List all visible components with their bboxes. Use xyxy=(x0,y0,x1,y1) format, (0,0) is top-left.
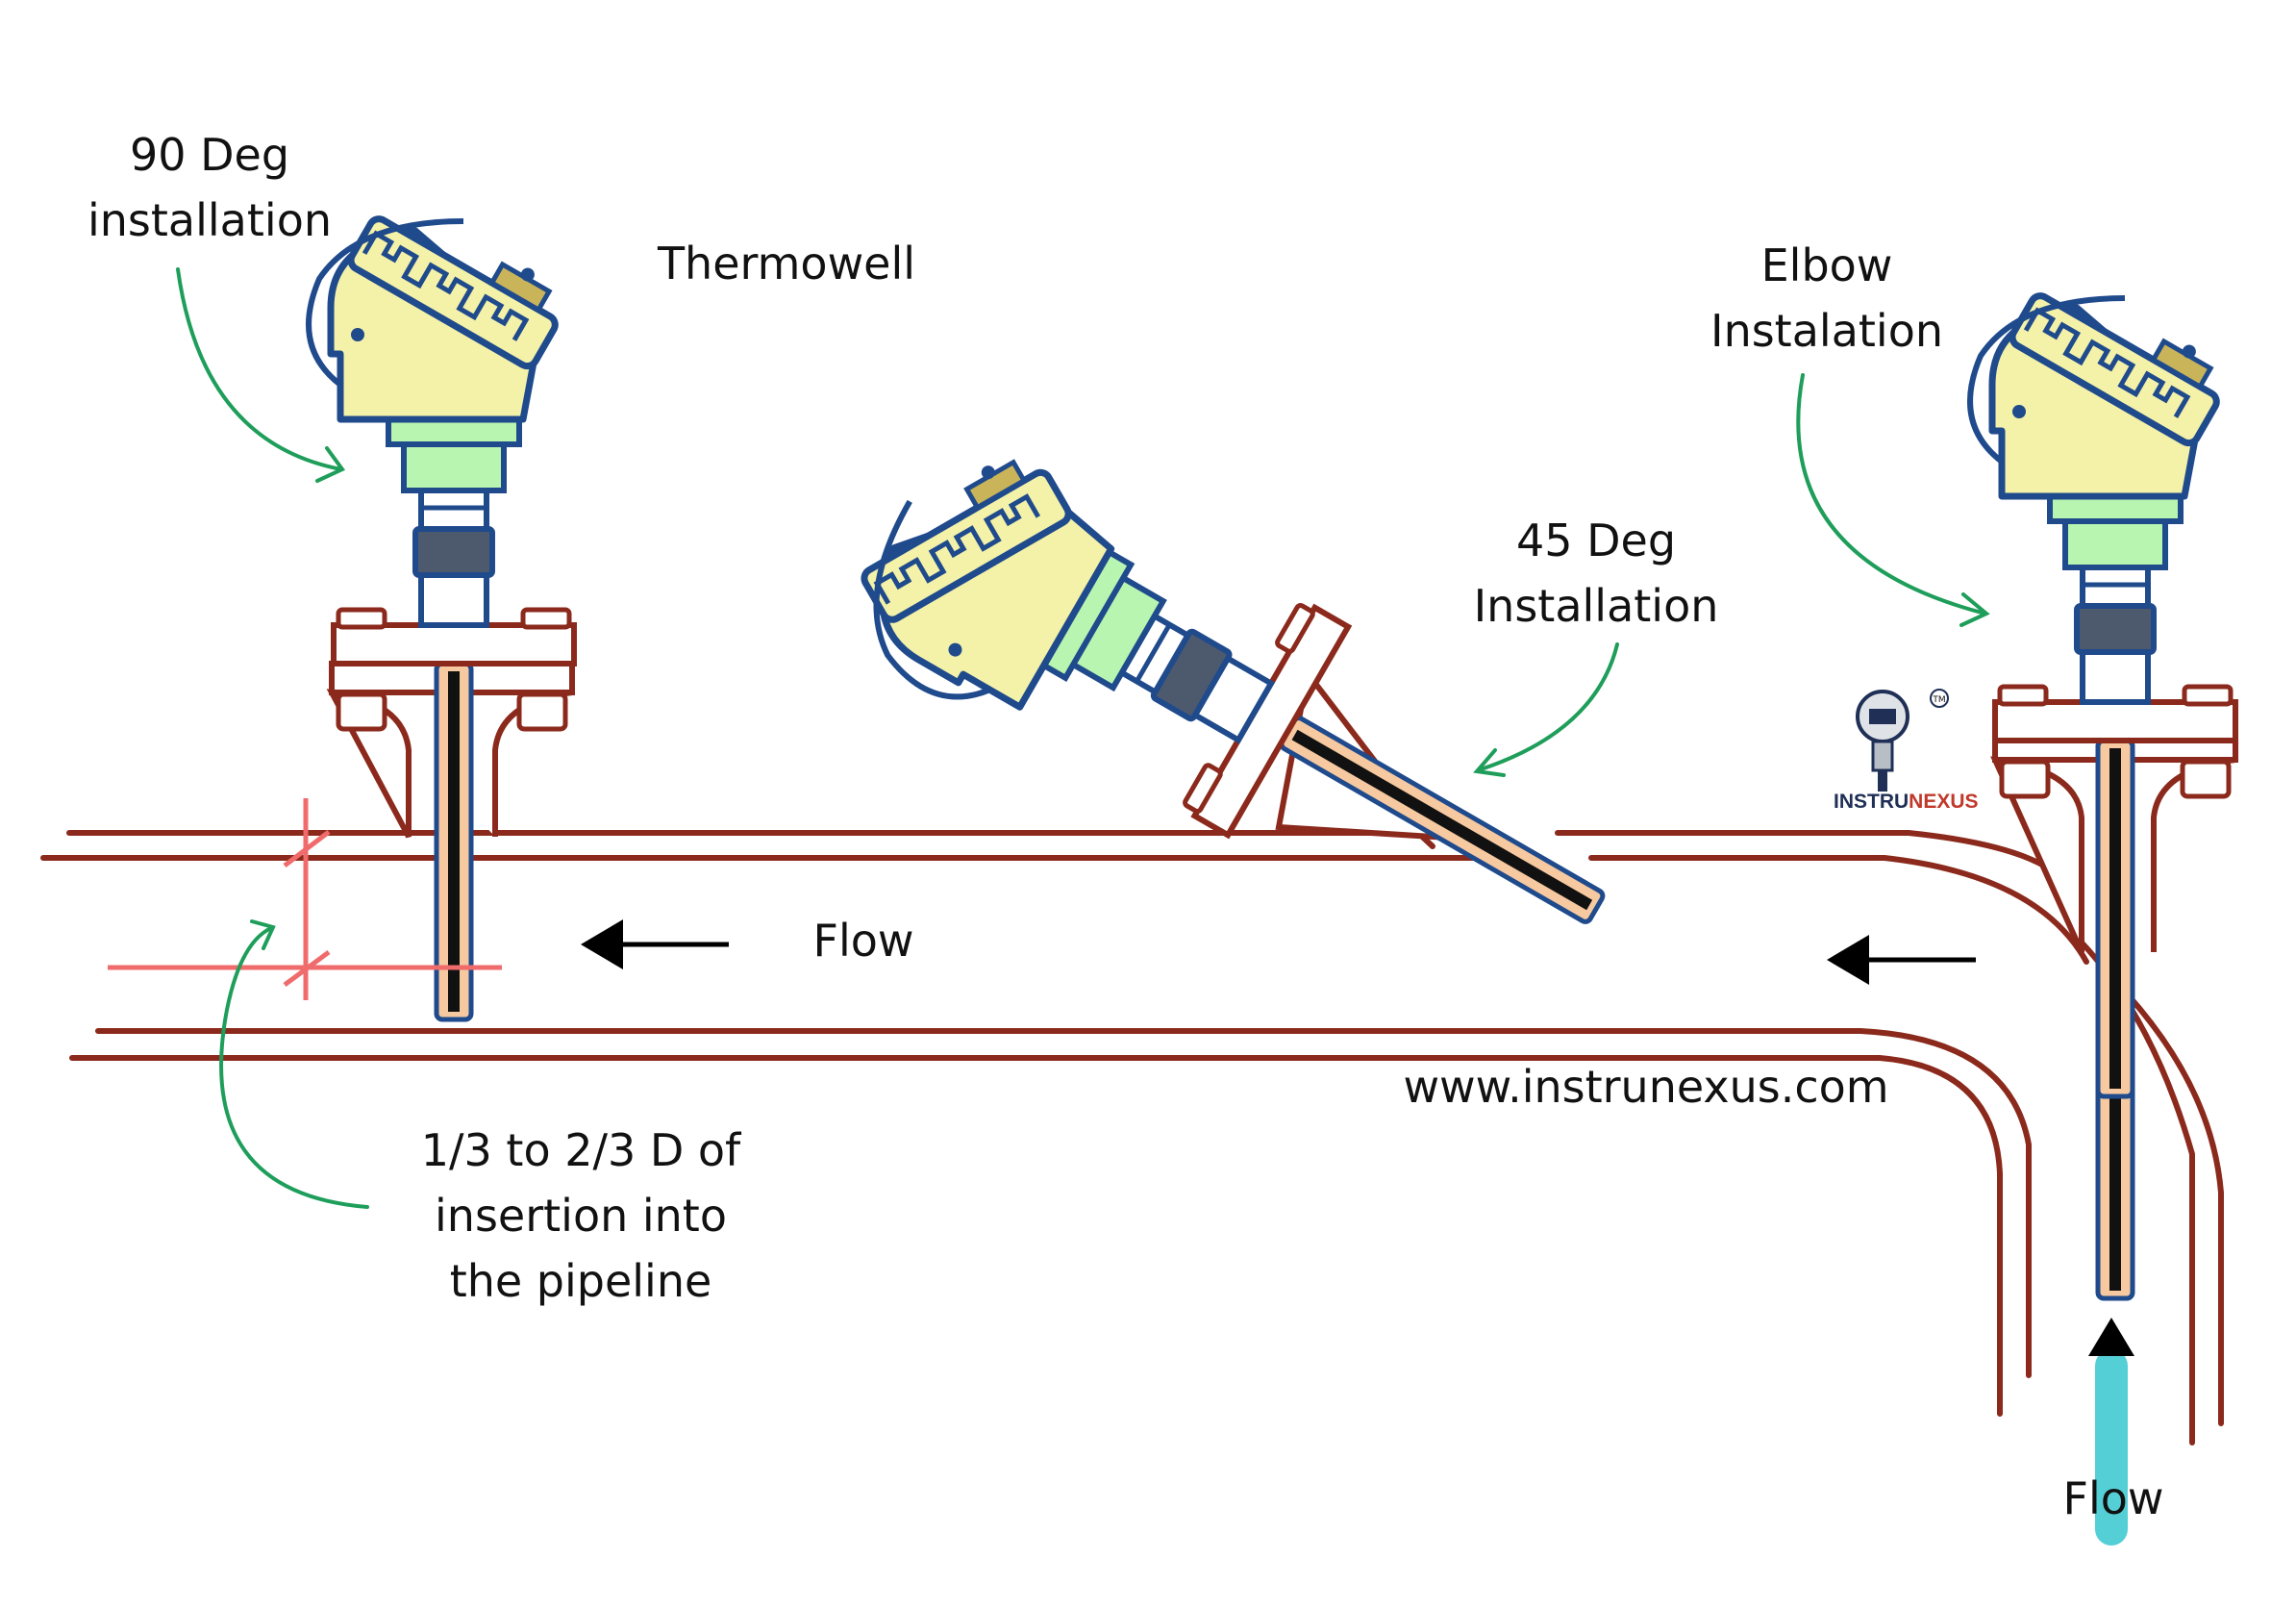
label-90deg-line2: installation xyxy=(87,194,332,246)
label-website: www.instrunexus.com xyxy=(1403,1061,1888,1113)
label-insertion-line3: the pipeline xyxy=(450,1255,712,1307)
arrow-insertion xyxy=(219,926,369,1209)
arrow-elbow xyxy=(1796,373,1987,616)
instrunexus-logo: TM INSTRUNEXUS xyxy=(1834,689,1979,813)
label-45deg-line1: 45 Deg xyxy=(1516,515,1676,566)
label-thermowell: Thermowell xyxy=(657,238,915,289)
label-45deg-line2: Installation xyxy=(1474,580,1719,632)
pressure-transmitter-icon xyxy=(1856,690,1909,792)
arrow-90deg xyxy=(176,267,343,471)
flow-arrow-left-2 xyxy=(1827,935,1976,985)
label-insertion-line2: insertion into xyxy=(435,1190,727,1242)
label-flow-vertical: Flow xyxy=(2062,1472,2163,1524)
logo-tm: TM xyxy=(1932,695,1945,705)
label-90deg-line1: 90 Deg xyxy=(130,129,289,181)
logo-wordmark: INSTRUNEXUS xyxy=(1834,791,1979,813)
label-elbow-line2: Instalation xyxy=(1710,305,1943,357)
logo-brand-part2: NEXUS xyxy=(1909,791,1978,813)
label-elbow-line1: Elbow xyxy=(1761,239,1893,291)
flow-arrow-up xyxy=(2088,1318,2134,1546)
label-insertion-line1: 1/3 to 2/3 D of xyxy=(421,1124,742,1176)
insertion-dimension xyxy=(108,798,502,1000)
thermowell-90deg xyxy=(309,188,574,1019)
arrow-45deg xyxy=(1479,642,1619,771)
label-flow-main: Flow xyxy=(812,915,913,967)
logo-brand-part1: INSTRU xyxy=(1834,791,1909,813)
main-pipe xyxy=(40,830,2224,1446)
thermowell-elbow xyxy=(1970,264,2235,1301)
flow-arrow-left-1 xyxy=(581,919,729,969)
pointer-arrows xyxy=(176,267,1990,1209)
thermowell-45deg xyxy=(804,389,1657,1035)
